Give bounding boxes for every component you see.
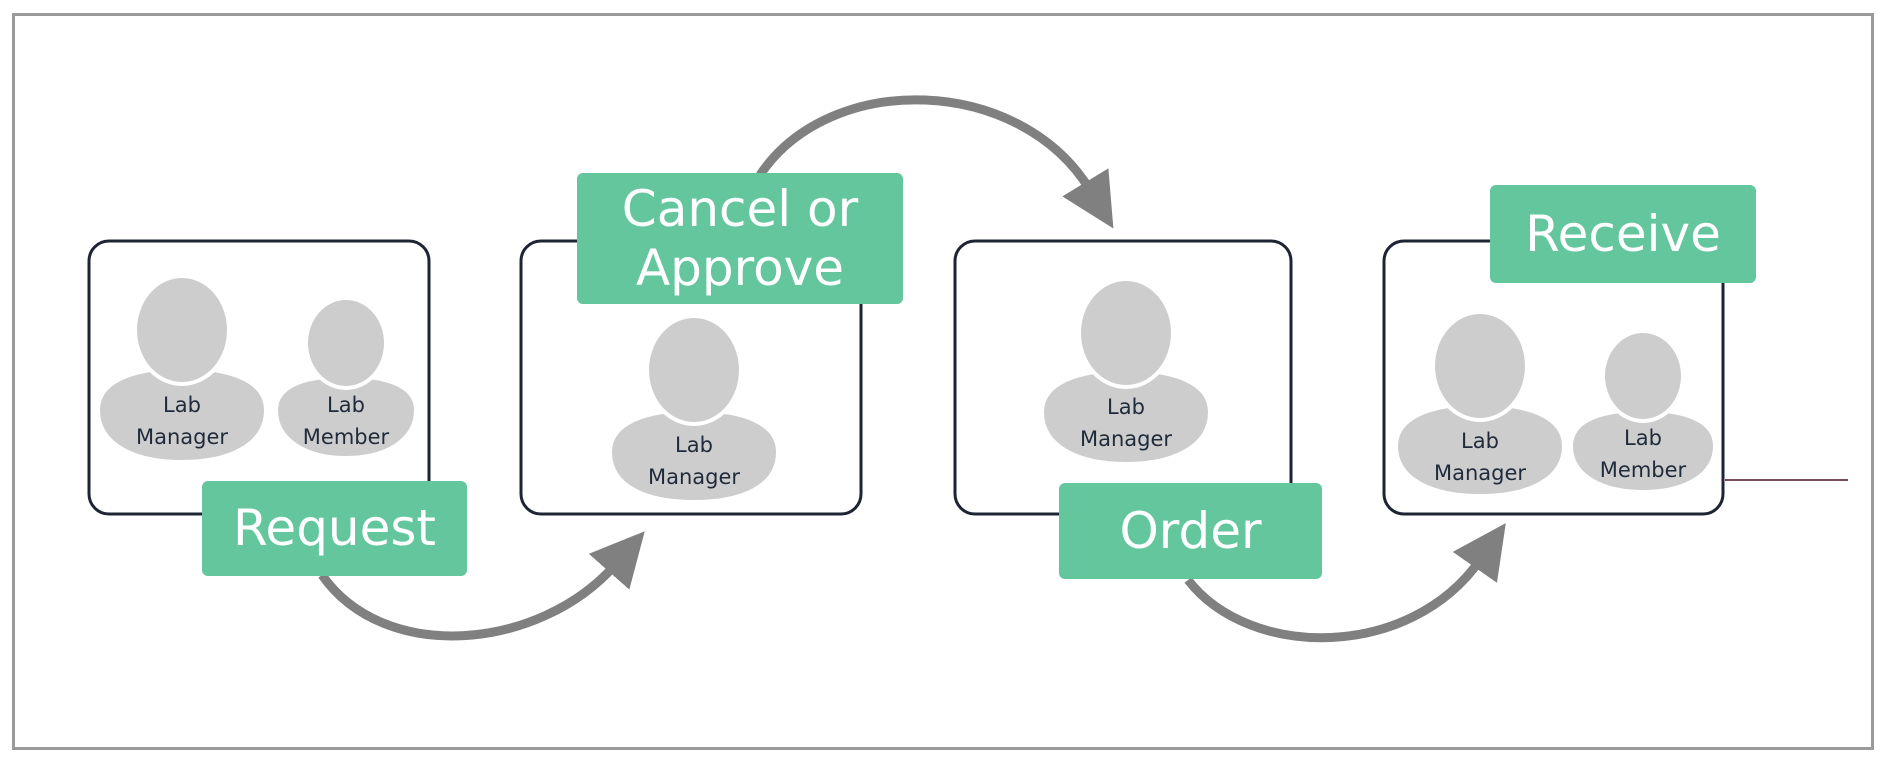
person-icon: Lab Manager	[95, 274, 269, 465]
curved-arrow-icon	[1184, 523, 1506, 643]
diagram-frame	[12, 13, 1874, 750]
action-label-cancel-or-approve: Cancel or Approve	[577, 173, 903, 304]
role-label-line1: Lab	[1107, 395, 1145, 419]
person-icon: Lab Member	[273, 296, 419, 461]
role-label-line2: Manager	[1434, 461, 1526, 485]
role-label-line1: Lab	[1624, 426, 1662, 450]
action-label-receive: Receive	[1490, 185, 1756, 283]
action-text: Order	[1119, 501, 1262, 560]
action-label-request: Request	[202, 481, 467, 576]
person-icon: Lab Member	[1568, 329, 1718, 495]
role-label-line1: Lab	[327, 393, 365, 417]
role-label-line1: Lab	[163, 393, 201, 417]
role-label-line2: Manager	[648, 465, 740, 489]
role-label-line2: Manager	[1080, 427, 1172, 451]
role-label-line2: Member	[1600, 458, 1687, 482]
person-icon: Lab Manager	[1039, 277, 1213, 467]
curved-arrow-icon	[756, 95, 1114, 229]
role-label-line1: Lab	[1461, 429, 1499, 453]
person-icon: Lab Manager	[607, 314, 781, 505]
person-icon: Lab Manager	[1393, 310, 1567, 499]
action-text-line2: Approve	[635, 238, 845, 297]
action-text: Request	[232, 499, 437, 557]
action-text-line1: Cancel or	[621, 179, 859, 238]
role-label-line2: Manager	[136, 425, 228, 449]
action-label-order: Order	[1059, 483, 1322, 579]
role-label-line1: Lab	[675, 433, 713, 457]
curved-arrow-icon	[318, 531, 645, 641]
action-text: Receive	[1525, 204, 1721, 263]
role-label-line2: Member	[303, 425, 390, 449]
